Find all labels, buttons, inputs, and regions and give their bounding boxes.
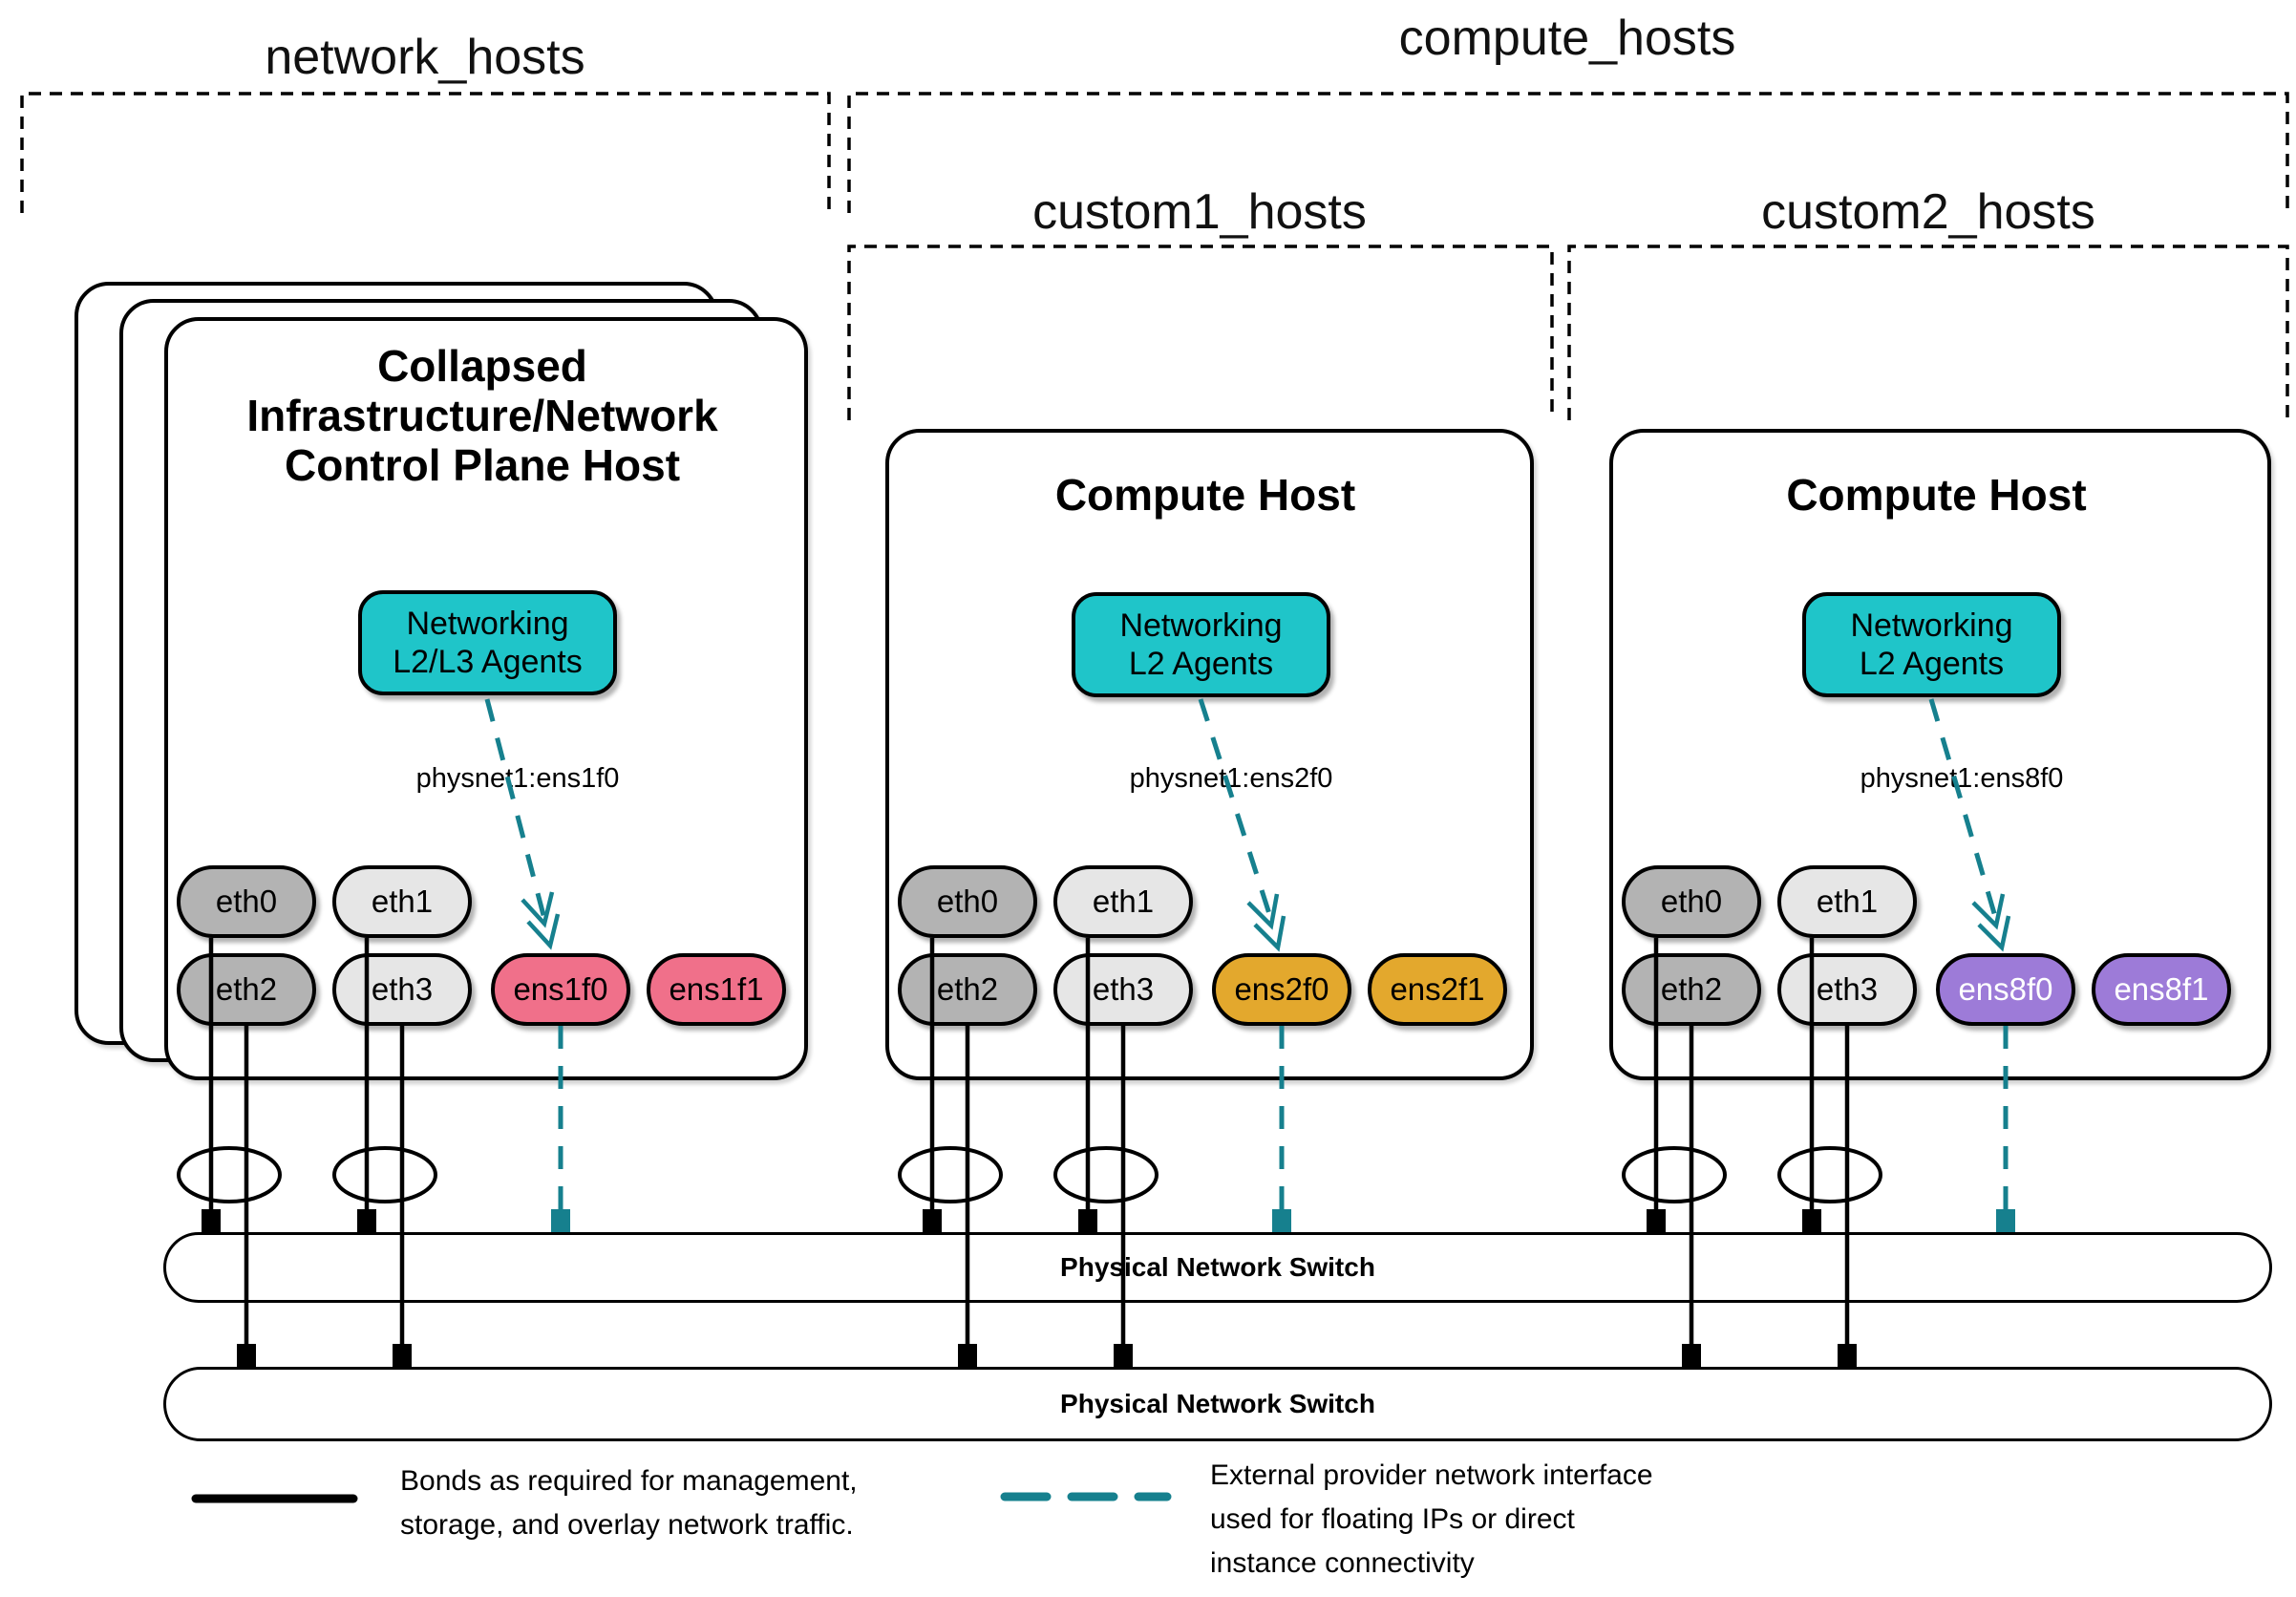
physical-network-switch-1-label: Physical Network Switch [1060, 1252, 1375, 1282]
provider-square-host1 [551, 1209, 570, 1232]
physnet-label-host1: physnet1:ens1f0 [415, 763, 620, 794]
connector-square-host1-eth3 [393, 1344, 412, 1367]
agent-box-compute1: Networking L2 Agents [1072, 592, 1330, 697]
bracket-custom1-hosts [847, 245, 1554, 420]
nic-pill-host2-eth2: eth2 [898, 953, 1037, 1026]
agent-box-l2l3: Networking L2/L3 Agents [358, 590, 617, 695]
control-plane-host-title: Collapsed Infrastructure/Network Control… [183, 341, 781, 490]
nic-pill-host2-ens2f0: ens2f0 [1212, 953, 1351, 1026]
legend-bond-text-line1: Bonds as required for management, [400, 1465, 858, 1497]
agent-box-compute2: Networking L2 Agents [1802, 592, 2061, 697]
agent-box-compute1-line1: Networking [1119, 607, 1283, 644]
legend-provider-text-line1: External provider network interface [1210, 1459, 1653, 1491]
legend-bond-text: Bonds as required for management, storag… [400, 1459, 858, 1547]
bracket-network-hosts [20, 92, 831, 213]
connector-square-host3-eth3 [1838, 1344, 1857, 1367]
control-plane-host-title-line2: Infrastructure/Network [246, 391, 718, 440]
connector-square-host3-eth0 [1647, 1209, 1666, 1232]
nic-pill-host3-eth0: eth0 [1622, 865, 1761, 938]
bond-ellipse-host1-b [332, 1146, 437, 1203]
physical-network-switch-1: Physical Network Switch [163, 1232, 2272, 1303]
nic-pill-host2-ens2f1: ens2f1 [1368, 953, 1507, 1026]
control-plane-host-title-line3: Control Plane Host [284, 440, 681, 490]
connector-square-host2-eth0 [923, 1209, 942, 1232]
nic-pill-host3-eth1: eth1 [1777, 865, 1917, 938]
agent-box-compute1-line2: L2 Agents [1128, 646, 1274, 682]
group-label-custom2-hosts: custom2_hosts [1761, 184, 2095, 240]
physnet-label-host3: physnet1:ens8f0 [1860, 763, 2064, 794]
connector-square-host1-eth1 [357, 1209, 376, 1232]
compute-host1-title: Compute Host [1054, 470, 1356, 520]
connector-square-host2-eth2 [958, 1344, 977, 1367]
provider-square-host3 [1996, 1209, 2015, 1232]
connector-square-host1-eth0 [202, 1209, 221, 1232]
legend-provider-text: External provider network interface used… [1210, 1454, 1653, 1586]
connector-square-host2-eth3 [1114, 1344, 1133, 1367]
bond-ellipse-host3-a [1622, 1146, 1727, 1203]
physical-network-switch-2: Physical Network Switch [163, 1367, 2272, 1441]
bond-ellipse-host3-b [1777, 1146, 1882, 1203]
provider-square-host2 [1272, 1209, 1291, 1232]
nic-pill-host3-eth2: eth2 [1622, 953, 1761, 1026]
agent-box-compute2-line2: L2 Agents [1859, 646, 2005, 682]
connector-square-host3-eth2 [1682, 1344, 1701, 1367]
nic-pill-host1-ens1f1: ens1f1 [647, 953, 786, 1026]
bond-ellipse-host2-b [1053, 1146, 1159, 1203]
nic-pill-host3-ens8f1: ens8f1 [2092, 953, 2231, 1026]
nic-pill-host1-eth1: eth1 [332, 865, 472, 938]
legend-bond-text-line2: storage, and overlay network traffic. [400, 1509, 854, 1541]
legend-provider-text-line2: used for floating IPs or direct [1210, 1503, 1575, 1535]
connector-square-host1-eth2 [237, 1344, 256, 1367]
connector-square-host3-eth1 [1802, 1209, 1821, 1232]
bracket-custom2-hosts [1567, 245, 2289, 420]
nic-pill-host1-eth2: eth2 [177, 953, 316, 1026]
compute-host2-title: Compute Host [1786, 470, 2087, 520]
bond-ellipse-host1-a [177, 1146, 282, 1203]
control-plane-host-title-line1: Collapsed [377, 341, 587, 391]
physnet-label-host2: physnet1:ens2f0 [1129, 763, 1333, 794]
nic-pill-host3-ens8f0: ens8f0 [1936, 953, 2075, 1026]
agent-box-l2l3-line2: L2/L3 Agents [393, 644, 583, 680]
nic-pill-host1-eth3: eth3 [332, 953, 472, 1026]
bond-ellipse-host2-a [898, 1146, 1003, 1203]
nic-pill-host2-eth1: eth1 [1053, 865, 1193, 938]
nic-pill-host1-ens1f0: ens1f0 [491, 953, 630, 1026]
physical-network-switch-2-label: Physical Network Switch [1060, 1389, 1375, 1418]
agent-box-l2l3-line1: Networking [406, 606, 569, 642]
group-label-compute-hosts: compute_hosts [1398, 11, 1736, 66]
nic-pill-host1-eth0: eth0 [177, 865, 316, 938]
nic-pill-host2-eth3: eth3 [1053, 953, 1193, 1026]
group-label-custom1-hosts: custom1_hosts [1032, 184, 1367, 240]
nic-pill-host2-eth0: eth0 [898, 865, 1037, 938]
legend-provider-text-line3: instance connectivity [1210, 1547, 1475, 1579]
connector-square-host2-eth1 [1078, 1209, 1097, 1232]
group-label-network-hosts: network_hosts [265, 30, 585, 85]
agent-box-compute2-line1: Networking [1850, 607, 2013, 644]
nic-pill-host3-eth3: eth3 [1777, 953, 1917, 1026]
